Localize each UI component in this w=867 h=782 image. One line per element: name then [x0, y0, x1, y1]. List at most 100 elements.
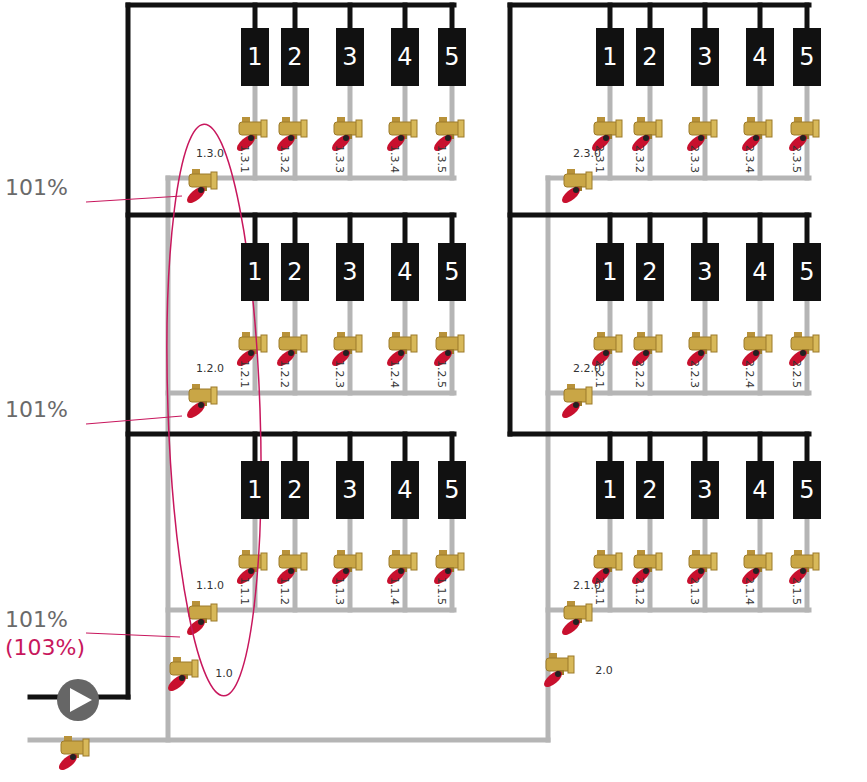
- valve-id: 2.1.5: [791, 577, 802, 605]
- unit-number: 2: [287, 45, 302, 69]
- terminal-unit-box: 1: [241, 461, 269, 519]
- terminal-unit-box: 5: [793, 28, 821, 86]
- return-pipes: [30, 86, 809, 740]
- valve-symbol: [184, 384, 217, 421]
- valve-id: 1.1.1: [239, 577, 250, 605]
- valve-id: 2.2.1: [594, 360, 605, 388]
- percentage-value: (103%): [5, 637, 85, 659]
- unit-number: 5: [799, 478, 814, 502]
- pipe: [508, 5, 513, 434]
- unit-number: 4: [752, 45, 767, 69]
- valve-symbol: [56, 736, 89, 773]
- valve-id: 2.0: [595, 665, 613, 676]
- pipe: [253, 5, 258, 28]
- pipe: [805, 215, 810, 243]
- pipe: [805, 5, 810, 28]
- pipe: [293, 215, 298, 243]
- valve-id: 1.2.0: [196, 363, 224, 374]
- valve-symbol: [559, 601, 592, 638]
- pipe: [510, 432, 809, 437]
- valve-id: 2.1.4: [744, 577, 755, 605]
- pipe: [293, 5, 298, 28]
- unit-number: 3: [342, 45, 357, 69]
- unit-number: 2: [642, 260, 657, 284]
- unit-number: 3: [697, 260, 712, 284]
- unit-number: 4: [397, 45, 412, 69]
- terminal-unit-box: 3: [336, 28, 364, 86]
- terminal-unit-box: 1: [241, 28, 269, 86]
- pipe: [450, 5, 455, 28]
- pipe: [510, 213, 809, 218]
- pipe: [648, 5, 653, 28]
- unit-number: 3: [342, 478, 357, 502]
- valve-id: 2.2.3: [689, 360, 700, 388]
- pipe: [253, 434, 258, 461]
- valve-id: 2.2.4: [744, 360, 755, 388]
- valve-symbol: [559, 384, 592, 421]
- unit-number: 3: [697, 45, 712, 69]
- valve-id: 1.1.3: [334, 577, 345, 605]
- valve-id: 1.3.1: [239, 145, 250, 173]
- unit-number: 5: [799, 260, 814, 284]
- percentage-value: 101%: [5, 177, 68, 199]
- pipe: [703, 215, 708, 243]
- terminal-unit-box: 4: [746, 28, 774, 86]
- percentage-value: 101%: [5, 609, 68, 631]
- valve-id: 1.1.2: [279, 577, 290, 605]
- terminal-unit-box: 2: [281, 461, 309, 519]
- terminal-unit-box: 4: [746, 243, 774, 301]
- unit-number: 1: [247, 260, 262, 284]
- valve-id: 1.2.4: [389, 360, 400, 388]
- valve-symbol: [165, 657, 198, 694]
- unit-number: 5: [799, 45, 814, 69]
- terminal-unit-box: 3: [336, 461, 364, 519]
- valve-id: 1.1.4: [389, 577, 400, 605]
- unit-number: 1: [247, 478, 262, 502]
- valve-id: 2.3.4: [744, 145, 755, 173]
- pipe: [703, 434, 708, 461]
- pipe: [30, 738, 548, 743]
- valve-id: 2.1.1: [594, 577, 605, 605]
- unit-number: 1: [602, 260, 617, 284]
- pipe: [608, 215, 613, 243]
- valve-id: 2.3.3: [689, 145, 700, 173]
- terminal-unit-box: 1: [596, 243, 624, 301]
- pipe: [758, 5, 763, 28]
- pipe: [648, 215, 653, 243]
- percentage-value: 101%: [5, 399, 68, 421]
- unit-number: 2: [642, 478, 657, 502]
- valve-symbol: [559, 169, 592, 206]
- unit-number: 2: [287, 260, 302, 284]
- valve-id: 2.3.5: [791, 145, 802, 173]
- valve-id: 2.2.5: [791, 360, 802, 388]
- terminal-unit-box: 4: [391, 461, 419, 519]
- unit-number: 3: [697, 478, 712, 502]
- valve-id: 1.2.1: [239, 360, 250, 388]
- terminal-unit-box: 5: [438, 28, 466, 86]
- leader-lines: [86, 196, 182, 637]
- unit-number: 1: [602, 478, 617, 502]
- terminal-unit-box: 3: [336, 243, 364, 301]
- pipe: [608, 434, 613, 461]
- unit-number: 4: [752, 260, 767, 284]
- terminal-unit-box: 5: [793, 461, 821, 519]
- valve-id: 1.2.3: [334, 360, 345, 388]
- terminal-unit-box: 2: [636, 28, 664, 86]
- terminal-unit-box: 2: [281, 243, 309, 301]
- pipe: [805, 434, 810, 461]
- pipe: [758, 215, 763, 243]
- unit-number: 4: [397, 260, 412, 284]
- pipe: [253, 215, 258, 243]
- unit-number: 3: [342, 260, 357, 284]
- valve-id: 2.1.3: [689, 577, 700, 605]
- unit-number: 4: [397, 478, 412, 502]
- terminal-unit-box: 3: [691, 243, 719, 301]
- terminal-unit-box: 5: [438, 461, 466, 519]
- unit-number: 2: [642, 45, 657, 69]
- valve-id: 1.3.5: [436, 145, 447, 173]
- valve-id: 1.0: [215, 668, 233, 679]
- pipe: [703, 5, 708, 28]
- valve-id: 1.2.5: [436, 360, 447, 388]
- valve-symbol: [184, 169, 217, 206]
